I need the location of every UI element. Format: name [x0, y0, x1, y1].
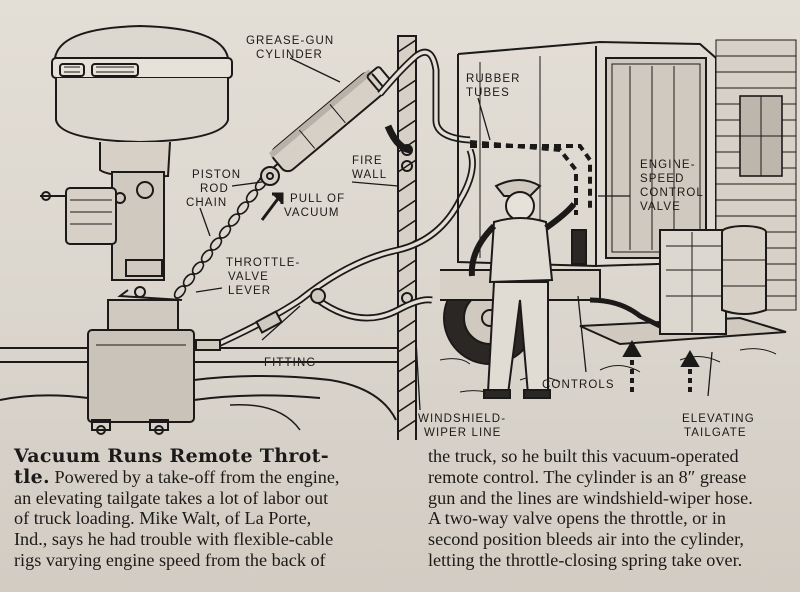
label-leader-lines: [195, 57, 713, 411]
label-rubber-tubes-line2: TUBES: [466, 87, 510, 99]
vacuum-arrow: [260, 192, 284, 221]
caption-right-column: the truck, so he built this vacuum-opera…: [428, 446, 798, 571]
label-elevating-tailgate-line1: ELEVATING: [682, 413, 755, 425]
label-grease-gun-line1: GREASE-GUN: [246, 35, 334, 47]
label-pull-of-vacuum-line1: PULL OF: [290, 193, 345, 205]
mechanic-figure: [468, 179, 587, 399]
label-fitting: FITTING: [264, 357, 316, 369]
caption-line-10: second position bleeds air into the cyli…: [428, 529, 744, 550]
label-grease-gun-line2: CYLINDER: [256, 49, 323, 61]
caption-line-8: gun and the lines are windshield-wiper h…: [428, 487, 753, 508]
caption-line-1: tle. Powered by a take-off from the engi…: [14, 465, 412, 488]
vacuum-throttle-illustration: GREASE-GUN CYLINDER RUBBER TUBES PISTON …: [0, 24, 797, 440]
label-piston-rod-line2: ROD: [200, 183, 229, 195]
rubber-tubes: [469, 140, 592, 215]
label-rubber-tubes-line1: RUBBER: [466, 73, 521, 85]
label-fire-wall-line2: WALL: [352, 169, 387, 181]
article-caption: Vacuum Runs Remote Throt- tle. Powered b…: [14, 446, 790, 586]
callout-labels: GREASE-GUN CYLINDER RUBBER TUBES PISTON …: [186, 35, 755, 439]
label-windshield-line2: WIPER LINE: [424, 427, 501, 439]
label-windshield-line1: WINDSHIELD-: [418, 413, 506, 425]
caption-line-9: A two-way valve opens the throttle, or i…: [428, 508, 727, 529]
label-fire-wall-line1: FIRE: [352, 155, 383, 167]
fire-wall: [397, 35, 417, 440]
elevating-tailgate: [579, 225, 787, 346]
label-elevating-tailgate-line2: TAILGATE: [684, 427, 747, 439]
label-piston-rod-line1: PISTON: [192, 169, 241, 181]
tailgate-arrows: [622, 339, 700, 392]
carburetor: [40, 141, 183, 301]
label-engine-speed-line2: SPEED: [640, 173, 685, 185]
headline-line1: Vacuum Runs Remote Throt-: [14, 445, 329, 467]
caption-text: Powered by a take-off from the engine,: [49, 466, 340, 487]
truck-frame: [0, 347, 400, 431]
grease-gun-cylinder: [258, 66, 392, 186]
caption-line-4: Ind., says he had trouble with flexible-…: [14, 529, 334, 550]
air-cleaner: [51, 24, 233, 144]
caption-line-2: an elevating tailgate takes a lot of lab…: [14, 487, 329, 508]
label-controls: CONTROLS: [542, 379, 615, 391]
label-engine-speed-line1: ENGINE-: [640, 159, 696, 171]
label-throttle-lever-line1: THROTTLE-: [226, 257, 300, 269]
caption-left-column: Vacuum Runs Remote Throt- tle. Powered b…: [14, 446, 412, 571]
label-throttle-lever-line2: VALVE: [228, 271, 269, 283]
label-engine-speed-line3: CONTROL: [640, 187, 704, 199]
engine-block: [87, 299, 195, 435]
throttle-chain: [173, 177, 268, 299]
label-chain: CHAIN: [186, 197, 227, 209]
caption-line-7: remote control. The cylinder is an 8″ gr…: [428, 466, 747, 487]
truck-body: [457, 40, 717, 268]
headline-line2: tle.: [14, 465, 50, 488]
label-throttle-lever-line3: LEVER: [228, 285, 271, 297]
caption-line-3: of truck loading. Mike Walt, of La Porte…: [14, 508, 312, 529]
caption-line-5: rigs varying engine speed from the back …: [14, 549, 326, 570]
hose-fitting: [195, 288, 326, 351]
label-pull-of-vacuum-line2: VACUUM: [284, 207, 340, 219]
label-engine-speed-line4: VALVE: [640, 201, 681, 213]
caption-line-6: the truck, so he built this vacuum-opera…: [428, 446, 739, 466]
caption-line-11: letting the throttle-closing spring take…: [428, 549, 743, 570]
